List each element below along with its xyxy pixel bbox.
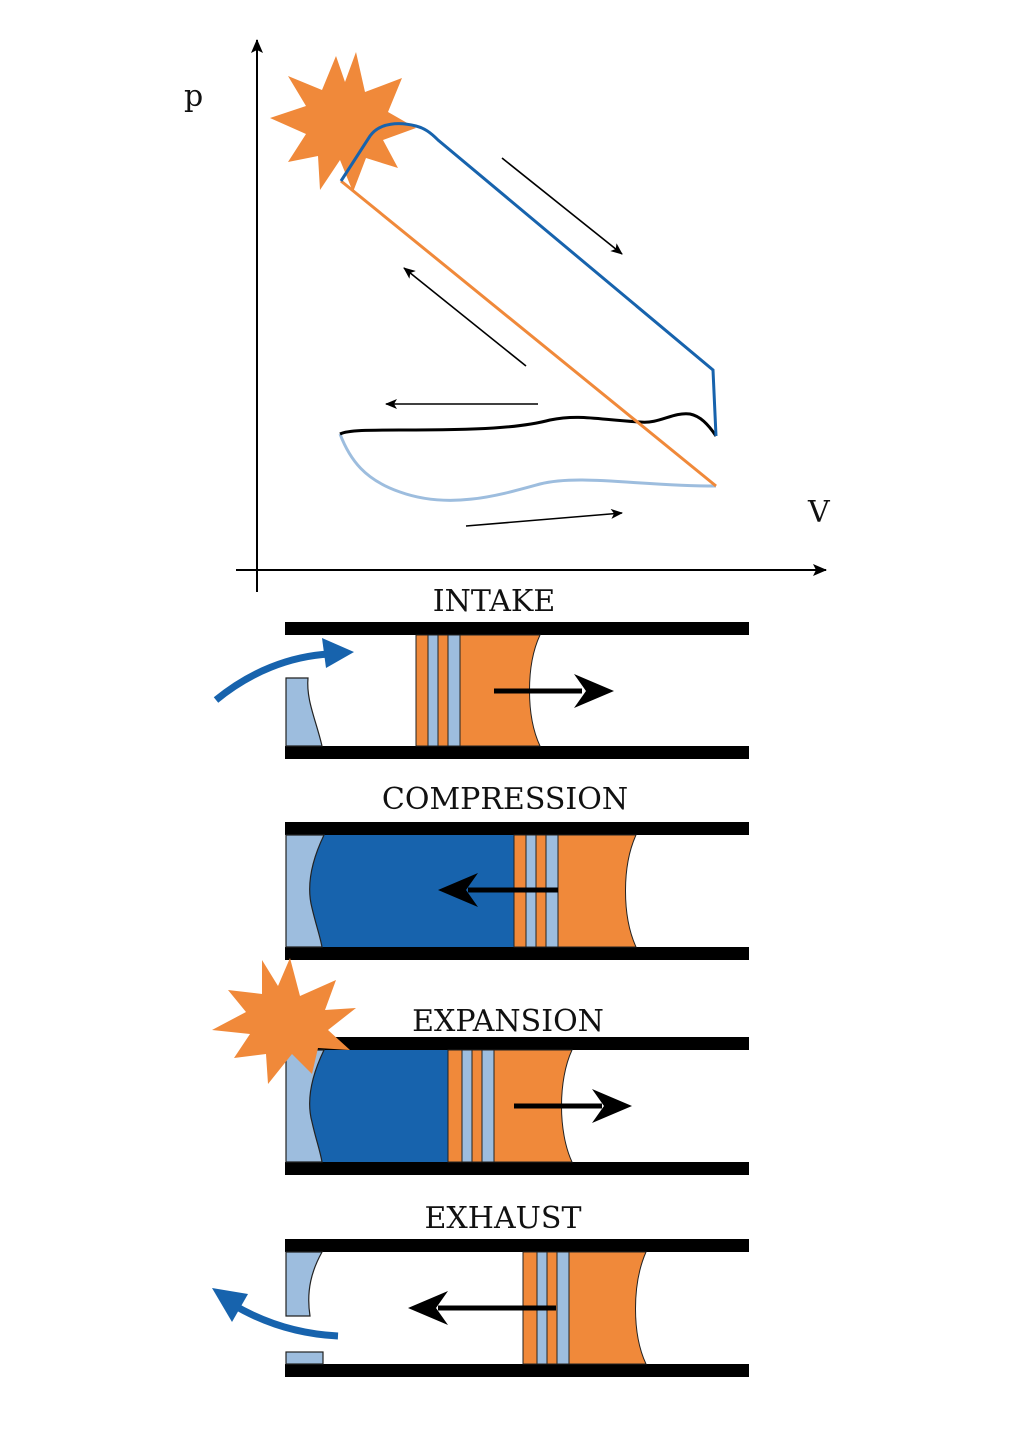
pv-diagram: p V: [184, 39, 831, 592]
air-in-arrow-head: [322, 638, 354, 668]
intake-direction-arrow: [465, 508, 623, 527]
stroke-label-exhaust: EXHAUST: [425, 1201, 582, 1236]
stroke-label-compression: COMPRESSION: [382, 782, 628, 817]
cylinder-wall-top: [285, 822, 749, 835]
compressed-gas: [309, 835, 514, 947]
cylinder-wall-top: [285, 1239, 749, 1252]
air-in-arrow: [213, 650, 331, 703]
stroke-intake: INTAKE: [213, 584, 749, 759]
intake-valve: [285, 677, 323, 747]
piston-motion-arrow-head: [592, 1089, 632, 1123]
stroke-exhaust: EXHAUST: [212, 1201, 749, 1377]
expansion-direction-arrow: [501, 157, 623, 255]
x-axis-label: V: [807, 495, 831, 530]
compression-direction-arrow: [403, 267, 527, 367]
valve-seat: [285, 1351, 324, 1365]
y-axis-label: p: [184, 79, 203, 114]
piston-motion-arrow-head: [574, 674, 614, 708]
compression-line: [340, 179, 717, 488]
cylinder-wall-bottom: [285, 746, 749, 759]
exhaust-curve: [339, 412, 718, 437]
piston-motion-arrow-head: [438, 873, 478, 907]
exhaust-out-arrow-head: [212, 1288, 248, 1322]
stroke-expansion: EXPANSION: [212, 958, 749, 1175]
piston-motion-arrow-head: [408, 1291, 448, 1325]
cylinder-wall-bottom: [285, 1364, 749, 1377]
burning-gas: [309, 1050, 448, 1162]
stroke-label-intake: INTAKE: [433, 584, 555, 619]
intake-valve: [285, 834, 325, 948]
stroke-label-expansion: EXPANSION: [412, 1004, 604, 1039]
intake-curve: [338, 433, 717, 502]
piston: [447, 1049, 573, 1163]
stroke-compression: COMPRESSION: [285, 782, 749, 960]
ignition-spark-icon: [270, 52, 416, 192]
cylinder-wall-top: [285, 1037, 749, 1050]
exhaust-valve: [285, 1251, 324, 1317]
intake-valve: [285, 1049, 325, 1163]
cylinder-wall-bottom: [285, 947, 749, 960]
cylinder-wall-top: [285, 622, 749, 635]
ignition-spark-icon: [212, 958, 356, 1084]
cylinder-wall-bottom: [285, 1162, 749, 1175]
exhaust-out-arrow: [230, 1300, 339, 1340]
expansion-curve: [339, 122, 718, 437]
